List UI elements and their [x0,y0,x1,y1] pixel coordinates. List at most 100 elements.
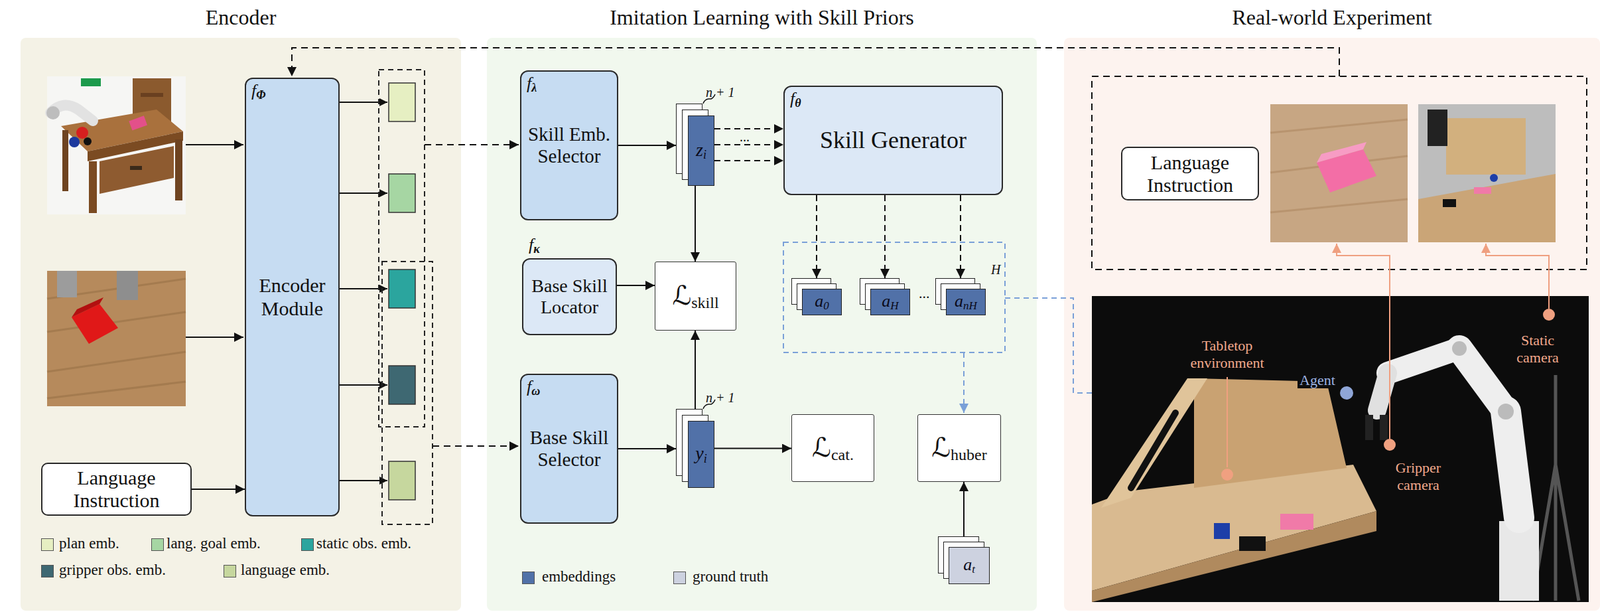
gripper-view [47,270,186,406]
instruction-box: Language Instruction [1121,146,1260,201]
embedding-stack: anH [935,277,986,316]
connector-line [618,144,676,146]
legend-swatch [673,571,686,584]
embedding-stack: at [937,535,990,584]
loss-box: ℒskill [654,261,737,331]
symbol: aH [881,291,899,313]
symbol: at [963,554,976,576]
dashed-arrow [432,445,519,447]
panel-title: Real-world Experiment [1231,5,1432,30]
symbol-subscript: i [703,147,707,162]
annotation: Static camera [1503,331,1573,367]
feedback-dashed-arrow [291,47,1340,77]
blue-cube [1213,522,1230,539]
connector [816,195,818,278]
connector [618,448,676,450]
function-symbol: f [790,88,795,109]
leader-line [1226,376,1228,467]
annotation: Agent [1297,371,1338,389]
loss-box: ℒhuber [917,413,1001,482]
symbol-base: y [695,442,704,464]
legend-swatch [301,537,314,551]
scene-desk-leg [175,139,183,201]
stack-sheet: anH [945,288,986,316]
robot-link [1387,348,1460,373]
function-label: fω [526,377,540,399]
ellipsis: ... [916,284,933,302]
connector-line [815,195,818,278]
callout-dot [1542,308,1555,321]
horizon-mark: H [991,262,1001,277]
connector [695,330,696,409]
connector-line [959,195,962,278]
connector [963,481,965,536]
connector [960,195,962,278]
loss-subscript: cat. [831,445,854,464]
symbol-base: a [881,291,891,311]
function-subscript: θ [794,96,801,110]
embedding-stack: a0 [791,277,842,316]
simulation-scene [46,76,186,215]
embedding-group [382,261,433,525]
lang-goal-embedding [388,173,416,213]
connector-line [714,159,784,162]
box-label: Base Skill Locator [526,275,613,318]
legend-entry: gripper obs. emb. [59,560,166,580]
gripper-finger [1379,414,1388,440]
scene-red-object [76,126,89,139]
annotation: n + 1 [705,84,735,101]
scene-slider [140,92,164,97]
camera-link [1485,243,1549,309]
connector [714,128,784,161]
scene-desk-leg [62,130,69,192]
view-wood [47,270,186,406]
function-subscript: ω [531,384,540,398]
symbol-base: a [954,291,964,311]
view-red-cube-top [71,297,104,318]
legend-entry: language emb. [240,560,330,580]
callout-label: Tabletop environment [1188,336,1266,371]
black-base [1239,535,1266,551]
formula: ℒskill [671,279,719,312]
box-label: Skill Generator [819,126,967,154]
panel-title-row: Imitation Learning with Skill Priors [486,5,1037,30]
box-label: Language Instruction [45,466,188,511]
callout-dot [1221,468,1234,481]
function-symbol: f [528,234,534,255]
box-label: Base Skill Selector [524,426,615,471]
panel-title-row: Encoder [20,5,462,30]
robot-joint [1497,403,1514,420]
function-subscript: λ [531,80,537,95]
legend-text: plan emb. [59,534,120,552]
view-gripper-finger [57,270,77,298]
module-box: fθSkill Generator [783,85,1003,196]
static-photo [1418,104,1556,243]
panel-ground [20,37,462,611]
function-symbol: f [526,73,532,93]
pink-block [1280,513,1314,530]
box-text-area: Skill Generator [783,85,1003,196]
stack-sheet: aH [870,288,911,316]
photo-gripper [1427,109,1448,146]
function-subscript: Φ [256,88,266,102]
robot-joint [1452,340,1467,356]
tripod [1532,374,1579,601]
legend-entry: embeddings [541,567,616,586]
module-box: fΦEncoder Module [244,77,340,517]
gripper-obs-embedding [388,365,416,404]
legend-text: gripper obs. emb. [59,561,166,578]
callout-label: Agent [1297,371,1338,389]
function-label: fλ [526,74,537,95]
box-label: Language Instruction [1125,151,1256,196]
annotation: ... [916,287,933,300]
photo-pink-object [1473,187,1492,194]
photo-grain [1270,119,1408,213]
blue-dashed-arrow [963,352,965,413]
embedding-group [378,69,425,427]
annotation: ... [737,132,752,143]
agent-dot [1339,386,1354,400]
loss-symbol: ℒ [931,432,951,463]
box-text-area: Language Instruction [41,462,192,516]
legend-swatch [522,571,535,584]
function-label: fκ [528,235,540,257]
